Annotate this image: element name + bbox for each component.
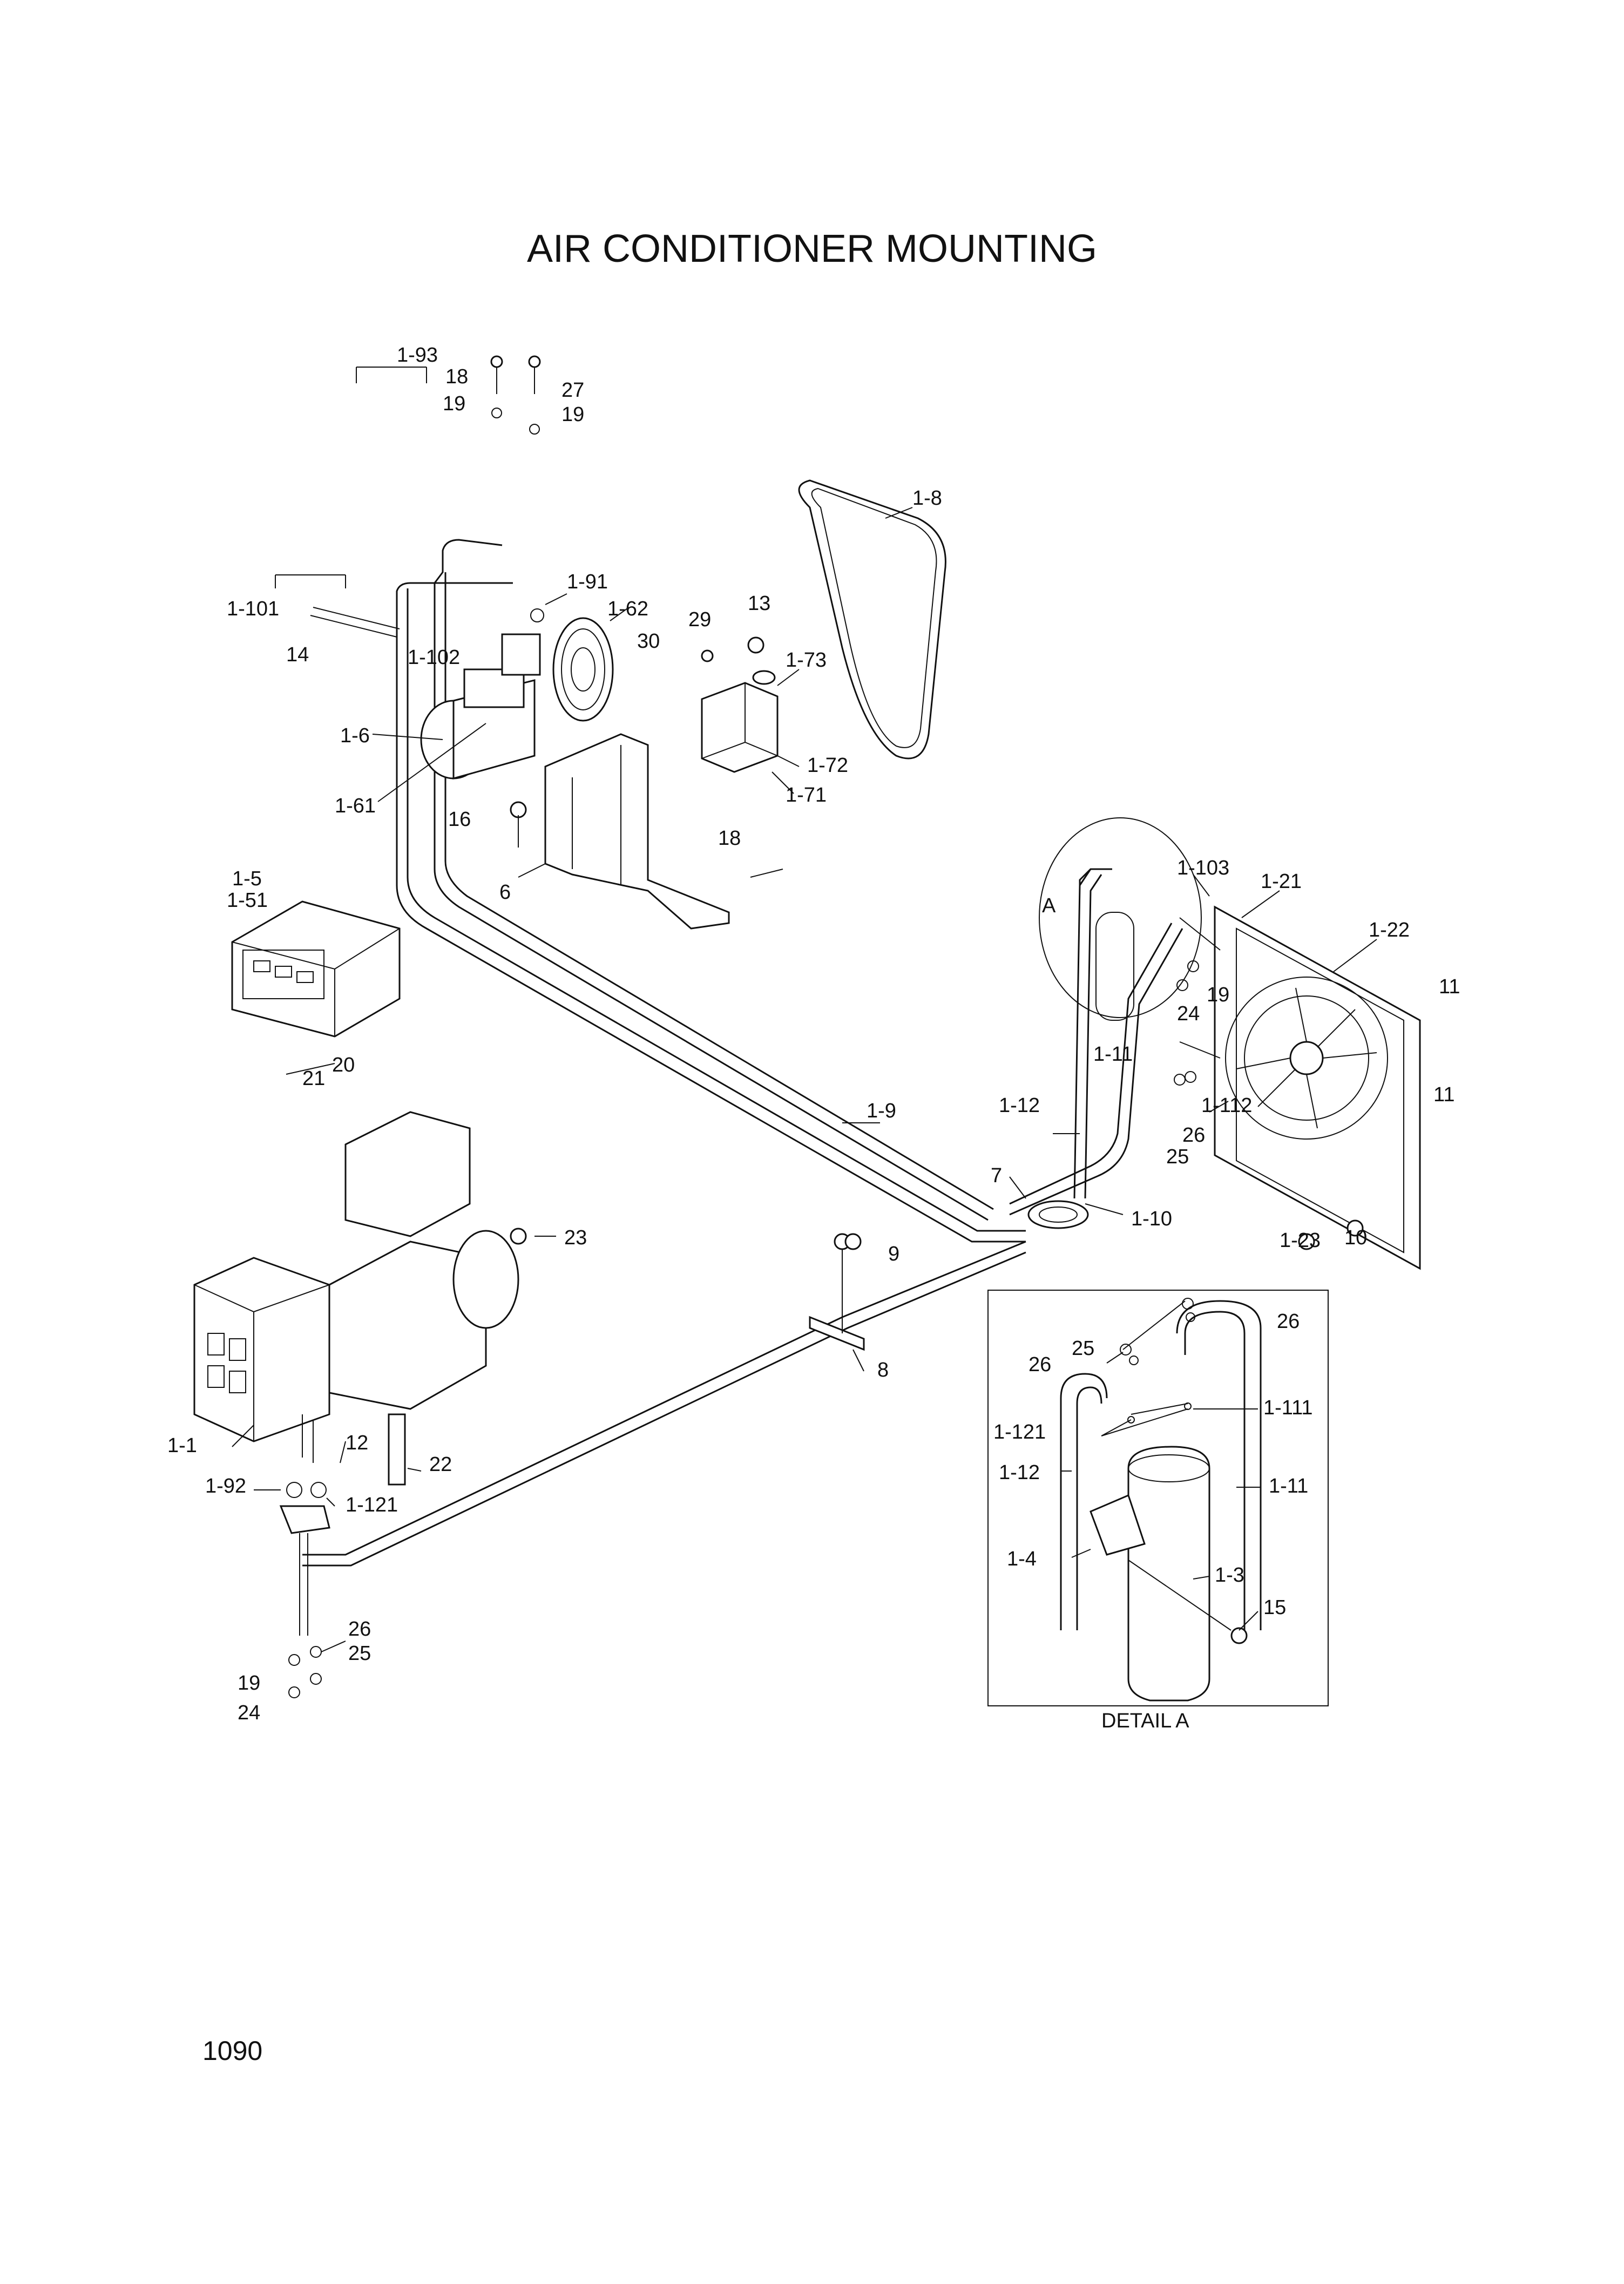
callout-1-92: 1-92	[205, 1475, 246, 1497]
callout-1-11: 1-11	[1093, 1043, 1133, 1066]
callout-26: 26	[1028, 1353, 1051, 1376]
callout-26: 26	[1182, 1124, 1205, 1147]
callout-26: 26	[348, 1618, 371, 1641]
expansion-valve	[701, 670, 779, 773]
callout-29: 29	[688, 608, 711, 631]
callout-1-71: 1-71	[786, 784, 827, 806]
callout-15: 15	[1263, 1596, 1286, 1619]
callout-9: 9	[888, 1243, 899, 1265]
callout-21: 21	[302, 1067, 325, 1090]
receiver-drier-small	[1039, 817, 1202, 1021]
pipe-1-12	[1073, 868, 1112, 1199]
callout-1-111: 1-111	[1263, 1397, 1313, 1419]
callout-1-101: 1-101	[227, 598, 279, 620]
callout-1-112: 1-112	[1201, 1094, 1252, 1117]
callout-1-61: 1-61	[335, 795, 376, 817]
callout-1-11: 1-11	[1269, 1475, 1308, 1497]
callout-19: 19	[561, 403, 584, 426]
detail-a-label: DETAIL A	[1101, 1710, 1189, 1732]
callout-24: 24	[238, 1702, 260, 1724]
callout-1-91: 1-91	[567, 571, 608, 593]
detail-a-box	[987, 1290, 1329, 1706]
pipe-1-10	[1009, 923, 1183, 1216]
callout-1-10: 1-10	[1131, 1208, 1172, 1230]
callout-1-12: 1-12	[999, 1094, 1040, 1117]
pipe-compressor-top	[396, 539, 513, 597]
callout-27: 27	[561, 379, 584, 402]
leader-lines	[232, 367, 1377, 1652]
callout-1-51: 1-51	[227, 889, 268, 912]
callout-16: 16	[448, 808, 471, 831]
callout-1-102: 1-102	[408, 646, 460, 669]
compressor	[420, 617, 614, 780]
callout-12: 12	[346, 1432, 368, 1454]
pipe-1-9	[396, 572, 1026, 1243]
callout-1-73: 1-73	[786, 649, 827, 672]
page-number: 1090	[202, 2036, 263, 2066]
callout-25: 25	[1166, 1146, 1189, 1168]
control-panel	[231, 900, 401, 1038]
callout-19: 19	[443, 392, 465, 415]
callout-1-5: 1-5	[232, 867, 262, 890]
fasteners	[286, 355, 1364, 1250]
condenser	[1214, 905, 1421, 1270]
callout-7: 7	[991, 1164, 1002, 1187]
callout-a-marker: A	[1042, 894, 1056, 917]
callout-30: 30	[637, 630, 660, 653]
callout-18: 18	[718, 827, 741, 850]
callout-20: 20	[332, 1054, 355, 1076]
callout-25: 25	[348, 1642, 371, 1665]
callout-1-23: 1-23	[1280, 1229, 1321, 1252]
callout-18: 18	[445, 365, 468, 388]
callout-1-1: 1-1	[167, 1434, 197, 1457]
callout-1-62: 1-62	[607, 598, 648, 620]
evaporator-unit	[193, 1111, 519, 1486]
callout-11: 11	[1439, 975, 1460, 998]
callout-1-121: 1-121	[346, 1494, 398, 1516]
callout-11: 11	[1433, 1083, 1454, 1106]
lower-fitting-block	[279, 1482, 330, 1698]
callout-10: 10	[1344, 1226, 1367, 1249]
callout-1-8: 1-8	[912, 487, 942, 510]
callout-1-103: 1-103	[1177, 857, 1229, 879]
callout-19: 19	[238, 1672, 260, 1695]
callout-22: 22	[429, 1453, 452, 1476]
callout-1-3: 1-3	[1215, 1564, 1244, 1587]
drive-belt	[798, 479, 946, 760]
callout-8: 8	[877, 1359, 889, 1381]
callout-23: 23	[564, 1226, 587, 1249]
callout-1-6: 1-6	[340, 724, 370, 747]
callout-1-21: 1-21	[1261, 870, 1302, 893]
callout-24: 24	[1177, 1002, 1200, 1025]
callout-6: 6	[499, 881, 511, 904]
clamp-8	[809, 1233, 865, 1351]
callout-1-93: 1-93	[397, 344, 438, 367]
callout-19: 19	[1207, 984, 1229, 1006]
callout-1-9: 1-9	[867, 1100, 896, 1122]
compressor-bracket	[544, 733, 730, 930]
grommet-7	[1027, 1200, 1089, 1229]
callout-1-22: 1-22	[1369, 919, 1410, 941]
callout-14: 14	[286, 643, 309, 666]
callout-25: 25	[1072, 1337, 1094, 1360]
pipe-lower	[302, 1241, 1026, 1567]
callout-26: 26	[1277, 1310, 1300, 1333]
callout-1-72: 1-72	[807, 754, 848, 777]
callout-1-121: 1-121	[993, 1421, 1046, 1443]
callout-13: 13	[748, 592, 770, 615]
callout-1-4: 1-4	[1007, 1548, 1037, 1570]
callout-1-12: 1-12	[999, 1461, 1040, 1484]
callout-labels: 1-93 18 27 19 19 1-91 1-62 1-101 14 1-10…	[167, 344, 1460, 1732]
page-title: AIR CONDITIONER MOUNTING	[527, 227, 1097, 270]
